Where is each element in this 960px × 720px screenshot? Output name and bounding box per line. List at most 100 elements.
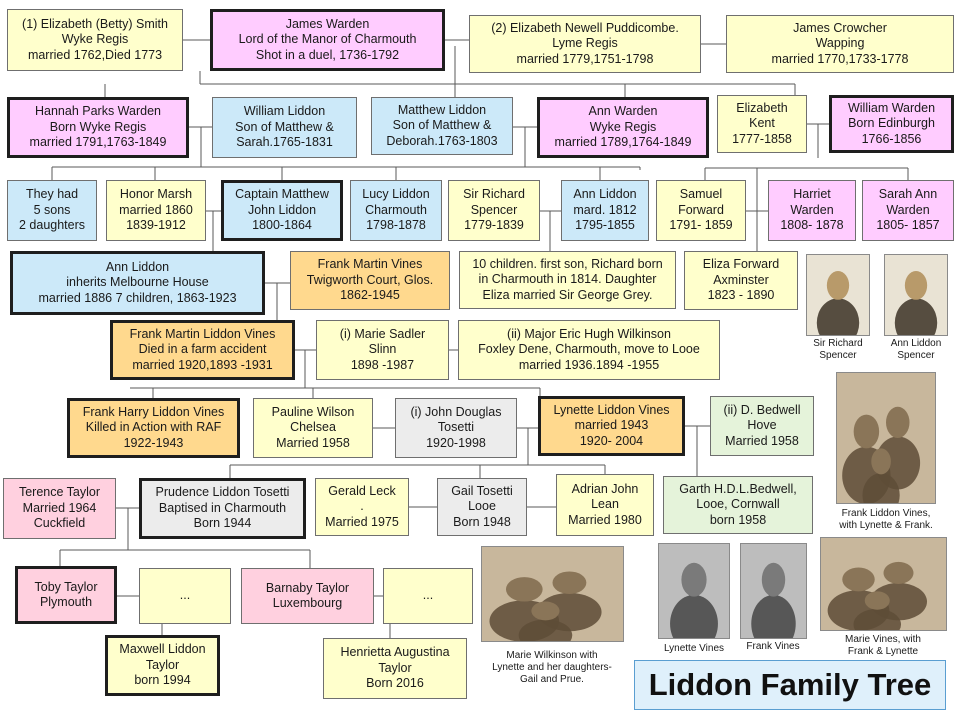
person-text-line: Frank Martin Liddon Vines (129, 326, 276, 341)
person-text-line: 1808- 1878 (780, 218, 844, 233)
person-text-line: Chelsea (290, 420, 336, 435)
person-text-line: William Liddon (243, 104, 326, 119)
photo-frank-with-children (836, 372, 936, 504)
photo-caption-line: Spencer (819, 350, 857, 361)
person-text-line: Kent (749, 116, 775, 131)
person-text-line: Ann Liddon (105, 259, 170, 274)
person-text-line: married 1936.1894 -1955 (518, 357, 660, 372)
person-text-line: ... (179, 588, 191, 603)
person-text-line: Looe, Cornwall (696, 497, 780, 512)
person-text-line: Lord of the Manor of Charmouth (238, 32, 417, 47)
person-text-line: 1779-1839 (464, 218, 524, 233)
person-text-line: Samuel (679, 187, 723, 202)
person-text-line: married 1886 7 children, 1863-1923 (38, 290, 237, 305)
photo-frank-portrait (740, 543, 807, 639)
person-text-line: Cuckfield (33, 516, 86, 531)
person-text-line: Born 1948 (453, 514, 511, 529)
person-text-line: 1800-1864 (252, 218, 312, 233)
person-text-line: Forward (678, 202, 724, 217)
person-text-line: married 1762,Died 1773 (27, 47, 163, 62)
person-text-line: Sarah.1765-1831 (236, 135, 333, 150)
person-text-line: Toby Taylor (34, 579, 98, 594)
photo-caption-line: Lynette and her daughters- (492, 662, 612, 673)
person-text-line: Adrian John (571, 481, 639, 496)
person-text-line: Foxley Dene, Charmouth, move to Looe (478, 342, 700, 357)
photo-caption-line: Sir Richard (813, 338, 863, 349)
photo-sir-richard-spencer (806, 254, 870, 336)
person-text-line: Frank Harry Liddon Vines (82, 404, 225, 419)
person-text-line: mard. 1812 (573, 202, 637, 217)
person-text-line: 1777-1858 (732, 131, 792, 146)
photo-caption-line: Spencer (897, 350, 935, 361)
person-text-line: Captain Matthew (235, 187, 329, 202)
person-text-line: married 1791,1763-1849 (29, 135, 167, 150)
person-text-line: Hove (747, 418, 777, 433)
person-text-line: Wapping (815, 36, 865, 51)
photo-caption: Frank Liddon Vines,with Lynette & Frank. (816, 508, 956, 532)
photo-caption: Frank Vines (703, 641, 843, 653)
person-text-line: Gerald Leck (328, 483, 396, 498)
person-text-line: Lean (591, 497, 619, 512)
person-text-line: Slinn (368, 342, 397, 357)
person-text-line: Died in a farm accident (138, 342, 267, 357)
person-text-line: 10 children. first son, Richard born (472, 256, 663, 271)
person-text-line: They had (25, 187, 79, 202)
person-text-line: 1791- 1859 (669, 218, 733, 233)
person-text-line: Gail Tosetti (451, 483, 513, 498)
photo-caption-line: Marie Wilkinson with (506, 650, 598, 661)
person-text-line: 1920-1998 (426, 435, 486, 450)
person-box-elizabeth-puddicombe: (2) Elizabeth Newell Puddicombe.Lyme Reg… (469, 15, 701, 73)
person-text-line: Eliza Forward (702, 257, 780, 272)
photo-lynette-portrait (658, 543, 730, 639)
person-text-line: (i) John Douglas (410, 404, 502, 419)
person-text-line: born 1994 (134, 673, 191, 688)
person-text-line: (i) Marie Sadler (339, 326, 426, 341)
person-text-line: Eliza married Sir George Grey. (482, 287, 653, 302)
person-text-line: Sir Richard (463, 187, 525, 202)
person-text-line: William Warden (847, 100, 936, 115)
person-text-line: (ii) D. Bedwell (723, 402, 801, 417)
person-text-line: Luxembourg (272, 596, 343, 610)
person-text-line: Taylor (145, 657, 180, 672)
page-title: Liddon Family Tree (634, 660, 946, 710)
photo-ann-liddon-spencer-portrait (884, 254, 948, 336)
person-text-line: 1920- 2004 (579, 433, 644, 448)
person-text-line: Spencer (470, 202, 518, 217)
person-text-line: 1798-1878 (366, 218, 426, 233)
person-text-line: Warden (886, 202, 930, 217)
photo-marie-wilkinson-group (481, 546, 624, 642)
person-text-line: married 1920,1893 -1931 (132, 357, 273, 372)
person-text-line: in Charmouth in 1814. Daughter (478, 272, 657, 287)
person-text-line: born 1958 (709, 512, 767, 527)
person-text-line: Married 1980 (568, 512, 642, 527)
photo-caption-line: with Lynette & Frank. (839, 520, 933, 531)
person-text-line: Wyke Regis (61, 32, 129, 47)
person-text-line: Taylor (378, 660, 412, 675)
person-text-line: (1) Elizabeth (Betty) Smith (22, 16, 168, 31)
person-text-line: 1805- 1857 (876, 218, 940, 233)
person-text-line: ... (422, 588, 434, 603)
